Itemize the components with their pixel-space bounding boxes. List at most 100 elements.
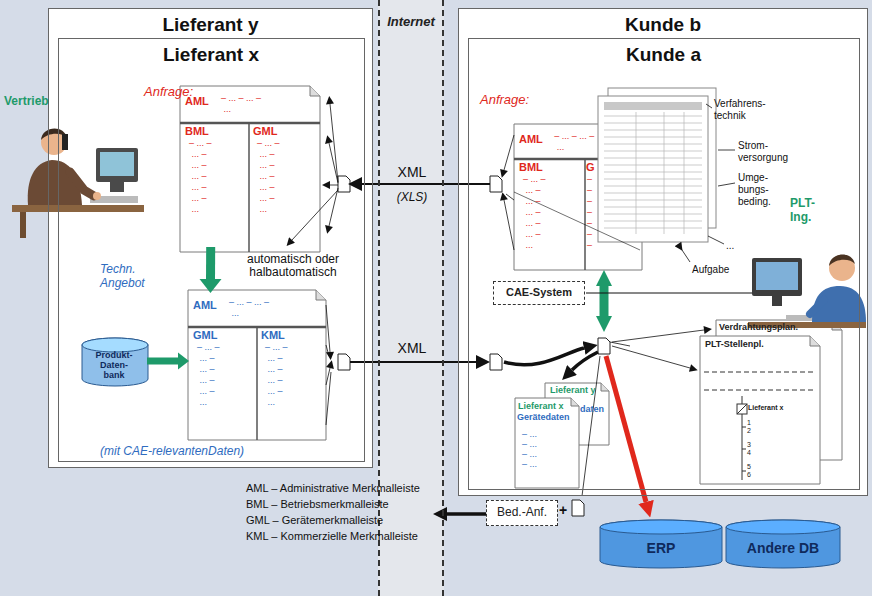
form-row [604, 172, 702, 173]
section-tag: G [585, 159, 597, 174]
engineer-person [748, 254, 866, 328]
engineer-person [829, 255, 855, 281]
legend-line: BML – Betriebsmerkmalleiste [246, 498, 389, 510]
flow-arrows [292, 104, 752, 514]
offer-document [316, 290, 326, 300]
role-label: PLT- Ing. [790, 196, 834, 224]
flow-arrows [610, 342, 630, 346]
doc-label: Anfrage: [480, 92, 529, 107]
device-data-sheet [515, 398, 579, 488]
database-cylinder [726, 520, 840, 568]
database-cylinder [82, 338, 148, 386]
doc-section: AML– ... – ... – ... [515, 127, 597, 157]
panel-fills [48, 8, 373, 468]
terminal-symbol [704, 372, 816, 480]
item-list: – ... – ... – ... – ... [522, 429, 544, 469]
database-cylinder [600, 520, 722, 568]
terminal-number: 1 [747, 419, 751, 426]
doc-section: AML– ... – ... – ... [181, 89, 315, 121]
sales-person [96, 148, 138, 182]
legend-line: GML – Gerätemerkmalleiste [246, 514, 383, 526]
sales-person [70, 172, 94, 196]
arrow-shaft [206, 247, 215, 279]
system-name: CAE-System [494, 282, 584, 303]
flow-arrows [600, 286, 609, 316]
database-cylinder: Produkt- Daten- bank [81, 337, 147, 385]
offer-document [188, 290, 326, 440]
item-list: – – – – – – – [585, 174, 595, 251]
flow-arrows [586, 293, 752, 294]
flow-arrows [506, 194, 514, 200]
form-column [664, 112, 665, 234]
database-cylinder [726, 520, 840, 534]
legend-line: KML – Kommerzielle Merkmalleiste [246, 530, 418, 542]
format-label: XML [392, 340, 432, 356]
engineer-person [772, 296, 782, 306]
device-data-sheet [515, 398, 579, 488]
callout-label: Aufgabe [692, 264, 729, 275]
leader-line [718, 183, 735, 186]
file-icon [490, 176, 502, 192]
flow-arrows [572, 352, 598, 370]
supplier-box: Lieferant yLieferant xAML– ... – ... – .… [48, 8, 373, 468]
terminal-number: 6 [747, 471, 751, 478]
requirement-box: Bed.-Anf. [486, 500, 558, 526]
terminal-symbol [704, 372, 816, 373]
flow-arrows [326, 345, 329, 356]
request-document [180, 86, 320, 252]
file-icon [572, 500, 584, 516]
doc-section: BML– ... – ... – ... – ... – ... – ... –… [181, 123, 247, 247]
section-tag: GML [189, 327, 255, 342]
arrow-head [178, 353, 189, 370]
flow-arrow [200, 247, 222, 293]
item-list: – ... – ... – ... [554, 127, 597, 153]
request-document [310, 86, 320, 96]
supplier-name: Lieferant x [748, 404, 783, 411]
supplier-name: Lieferant y [550, 385, 596, 395]
doc-section: G– – – – – – – [585, 159, 597, 267]
flow-arrow [147, 353, 189, 370]
callout-label: ... [726, 240, 734, 251]
supplier-title: Lieferant x [59, 39, 364, 66]
database-cylinder [600, 520, 722, 568]
sales-person [41, 129, 67, 155]
section-tag: BML [515, 159, 583, 174]
doc-label: Anfrage: [144, 84, 193, 99]
panel-fills [48, 0, 868, 596]
form-row [604, 221, 702, 222]
section-tag: GML [249, 123, 315, 138]
doc-section: BML– ... – ... – ... – ... – ... – ... –… [515, 159, 583, 267]
flow-arrows [362, 183, 490, 185]
device-data-sheet [601, 383, 609, 391]
file-icon [338, 354, 350, 370]
section-tag: AML [515, 127, 554, 146]
terminal-number: 3 [747, 441, 751, 448]
database-cylinder [82, 338, 148, 352]
loop-diagram-sheet [700, 336, 820, 484]
sales-person [12, 128, 144, 238]
plus-sign: + [559, 502, 567, 518]
section-divider [248, 123, 250, 252]
form-header [604, 102, 702, 110]
database-name: Andere DB [747, 540, 819, 556]
sales-person [93, 192, 101, 200]
terminal-symbol [737, 404, 747, 414]
database-cylinder: ERP [600, 520, 722, 568]
database-cylinder [726, 520, 840, 568]
sales-person [62, 134, 68, 150]
form-front [598, 96, 708, 242]
supplier-name: Lieferant x [518, 401, 564, 411]
flow-arrows [504, 200, 514, 250]
format-label: (XLS) [386, 190, 438, 204]
database-cylinder: Andere DB [726, 520, 840, 568]
item-list: – ... – ... – ... – ... – ... – ... – ..… [249, 138, 281, 215]
doc-label: Techn. Angebot [100, 262, 160, 290]
role-label: Vertrieb [4, 94, 49, 108]
band-title: Internet [380, 0, 442, 29]
database-name: ERP [647, 540, 676, 556]
terminal-number: 2 [747, 427, 751, 434]
form-row [604, 144, 702, 145]
box-text: Bed.-Anf. [487, 501, 557, 524]
